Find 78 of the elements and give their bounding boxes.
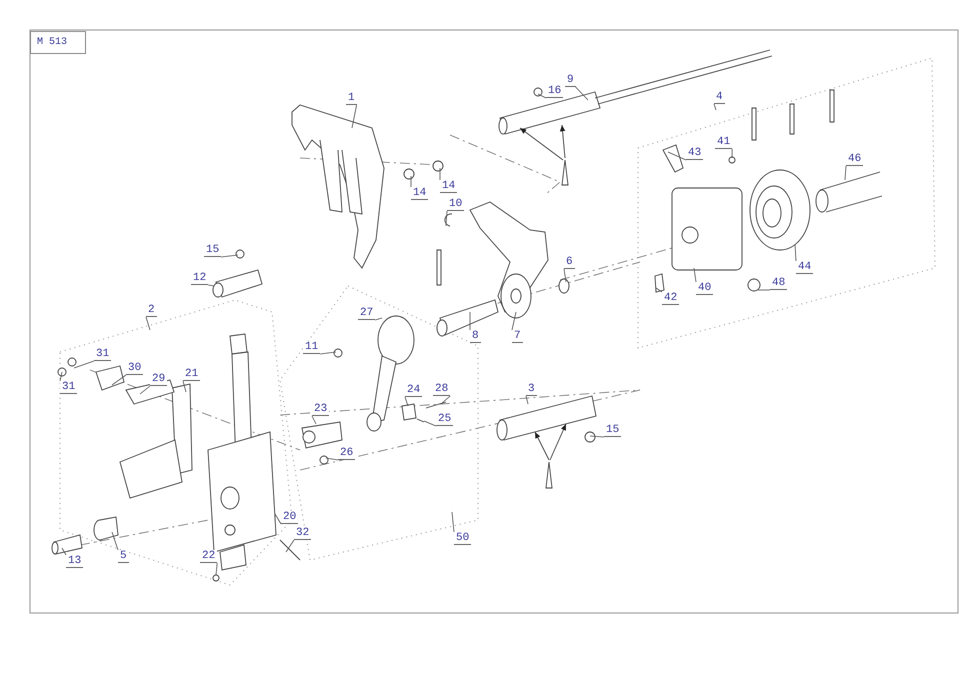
callout-number: 13 [66, 555, 84, 568]
callout-number: 15 [204, 244, 222, 257]
leader-line [112, 532, 118, 550]
callout-number: 2 [146, 304, 157, 317]
callout-number: 22 [200, 550, 218, 563]
leader-line [668, 152, 686, 160]
leader-line [208, 284, 214, 286]
callout-number: 31 [94, 348, 112, 361]
callout-number: 26 [338, 447, 356, 460]
callout-number: 5 [118, 550, 129, 563]
callout-number: 1 [346, 92, 357, 105]
leader-line [410, 176, 412, 188]
leader-line [352, 104, 357, 128]
leader-line [286, 540, 294, 552]
leader-line [216, 562, 218, 576]
leader-line [590, 436, 604, 438]
leader-line [526, 396, 528, 404]
callout-number: 50 [454, 532, 472, 545]
leader-line [60, 372, 62, 382]
leader-line [575, 86, 588, 100]
callout-number: 12 [191, 272, 208, 285]
leader-line [512, 312, 516, 330]
leader-line [182, 380, 186, 392]
leader-line [442, 396, 451, 404]
leader-line [452, 512, 454, 532]
leader-line [112, 374, 126, 386]
leader-line [140, 386, 150, 394]
leader-line [312, 416, 316, 424]
callout-number: 7 [512, 330, 523, 343]
callout-number: 40 [696, 282, 714, 295]
leader-line [656, 288, 662, 292]
leader-line [146, 316, 150, 330]
drawing-number: M 513 [30, 31, 86, 54]
leader-line [404, 396, 408, 406]
callout-number: 8 [470, 330, 481, 343]
leader-line [320, 352, 336, 354]
leader-line [564, 268, 566, 282]
leader-line [326, 458, 338, 460]
callout-number: 10 [447, 198, 464, 211]
callout-number: 44 [796, 261, 814, 274]
callout-number: 31 [60, 381, 78, 394]
callout-number: 4 [714, 91, 725, 104]
leader-line [74, 360, 94, 368]
callout-number: 14 [411, 187, 428, 200]
callout-number: 46 [846, 153, 864, 166]
callout-number: 11 [303, 341, 320, 354]
leader-line [538, 94, 546, 98]
callout-number: 15 [604, 424, 622, 437]
leader-line [374, 318, 382, 320]
callout-number: 20 [281, 511, 298, 524]
leader-line [732, 148, 733, 158]
leader-line [424, 420, 436, 426]
leader-line [274, 514, 282, 524]
leader-line [844, 166, 846, 180]
callout-number: 6 [564, 256, 575, 269]
callout-number: 41 [715, 136, 732, 149]
leader-line [446, 210, 448, 226]
callout-number: 42 [662, 292, 680, 305]
callout-number: 14 [440, 180, 458, 193]
callout-number: 24 [405, 384, 422, 397]
callout-number: 21 [183, 368, 200, 381]
callout-number: 25 [436, 413, 454, 426]
callout-number: 29 [150, 373, 168, 386]
callout-number: 23 [312, 403, 330, 416]
callout-number: 48 [770, 277, 788, 290]
leader-line [220, 254, 238, 258]
leader-line [62, 548, 66, 556]
callout-number: 32 [294, 527, 312, 540]
leader-line [714, 104, 716, 110]
callout-number: 43 [686, 147, 704, 160]
leader-line [794, 244, 796, 262]
callout-number: 9 [565, 74, 576, 87]
callout-number: 30 [126, 362, 144, 375]
callout-number: 27 [358, 307, 376, 320]
callout-number: 3 [526, 383, 537, 396]
callout-number: 28 [433, 383, 450, 396]
leader-line [694, 268, 696, 282]
callout-number: 16 [546, 85, 564, 98]
